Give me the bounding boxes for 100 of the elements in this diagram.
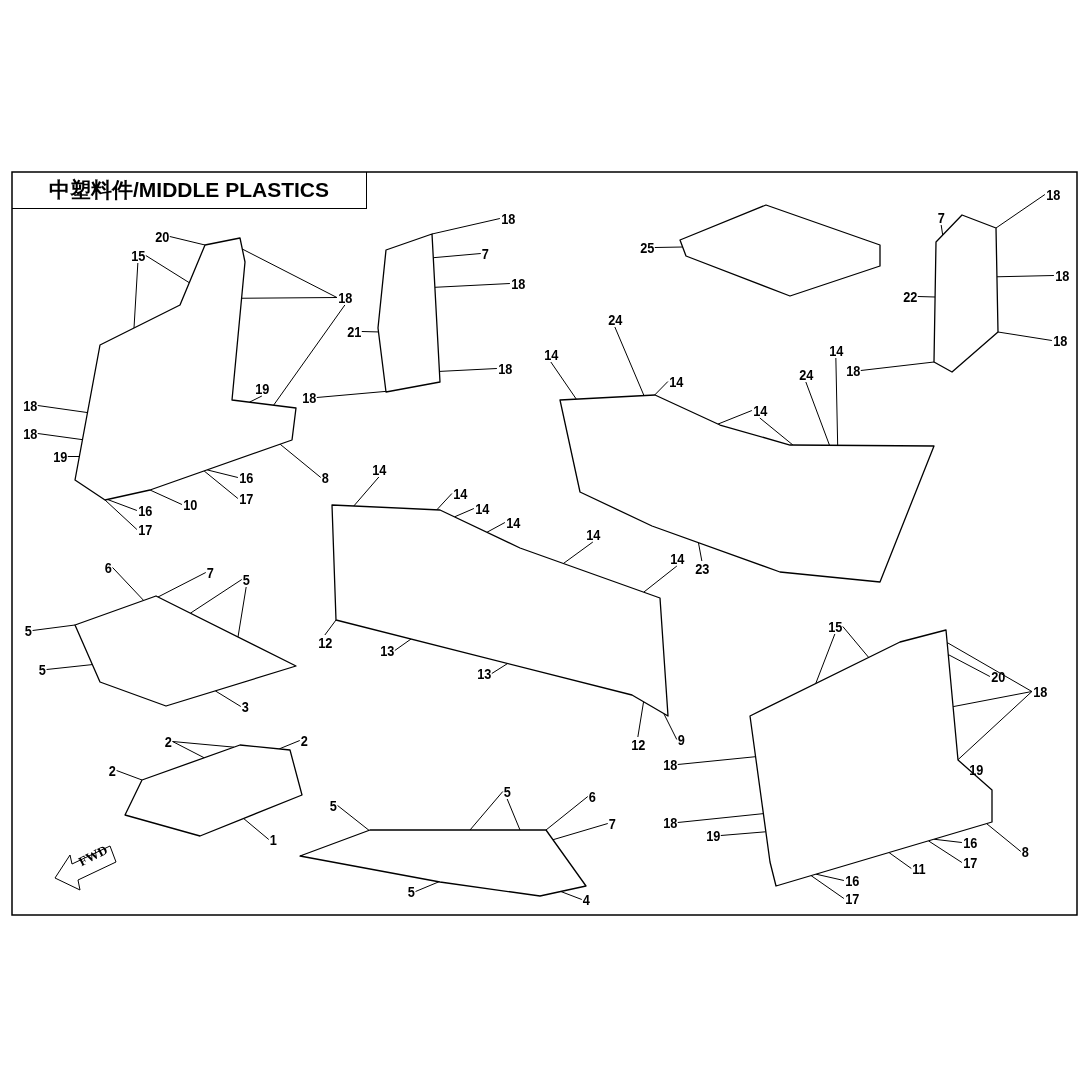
callout-number: 19 bbox=[253, 381, 270, 396]
callout-number: 6 bbox=[587, 789, 597, 804]
callout-number: 5 bbox=[241, 572, 251, 587]
callout-number: 5 bbox=[406, 884, 416, 899]
leader-line bbox=[486, 522, 506, 533]
callout-number: 7 bbox=[480, 246, 490, 261]
callout-number: 14 bbox=[370, 462, 387, 477]
callout-number: 12 bbox=[316, 635, 333, 650]
callout-number: 18 bbox=[336, 290, 353, 305]
callout-number: 14 bbox=[667, 374, 684, 389]
leader-line bbox=[316, 390, 387, 398]
leader-line bbox=[106, 498, 138, 511]
leader-line bbox=[835, 357, 839, 446]
leader-line bbox=[169, 236, 206, 246]
leader-line bbox=[815, 633, 836, 685]
leader-line bbox=[237, 586, 247, 638]
rear-panel-drawing bbox=[331, 504, 669, 717]
callout-number: 3 bbox=[240, 699, 250, 714]
leader-line bbox=[995, 194, 1046, 229]
leader-line bbox=[157, 572, 207, 598]
leader-line bbox=[842, 626, 870, 658]
leader-line bbox=[550, 361, 577, 400]
leader-line bbox=[149, 489, 183, 505]
leader-line bbox=[112, 567, 145, 601]
leader-line bbox=[720, 831, 767, 836]
callout-number: 14 bbox=[451, 486, 468, 501]
callout-number: 20 bbox=[989, 669, 1006, 684]
cover-panel-drawing bbox=[679, 204, 881, 297]
leader-line bbox=[643, 565, 678, 593]
leader-line bbox=[67, 456, 80, 457]
callout-number: 18 bbox=[661, 815, 678, 830]
leader-line bbox=[206, 469, 239, 478]
callout-number: 2 bbox=[107, 763, 117, 778]
leader-line bbox=[759, 417, 794, 446]
leader-line bbox=[189, 579, 243, 614]
callout-number: 13 bbox=[378, 643, 395, 658]
leader-line bbox=[37, 433, 83, 441]
leader-line bbox=[815, 873, 845, 881]
leader-line bbox=[32, 624, 76, 631]
callout-number: 24 bbox=[606, 312, 623, 327]
callout-number: 20 bbox=[153, 229, 170, 244]
callout-number: 12 bbox=[629, 737, 646, 752]
callout-number: 18 bbox=[1031, 684, 1048, 699]
leader-line bbox=[860, 361, 935, 371]
callout-number: 7 bbox=[205, 565, 215, 580]
callout-number: 23 bbox=[693, 561, 710, 576]
callout-number: 6 bbox=[103, 560, 113, 575]
callout-number: 14 bbox=[504, 515, 521, 530]
leader-line bbox=[133, 262, 139, 329]
callout-number: 14 bbox=[827, 343, 844, 358]
leader-line bbox=[654, 381, 669, 396]
leader-line bbox=[888, 852, 912, 869]
callout-number: 17 bbox=[961, 855, 978, 870]
callout-number: 18 bbox=[300, 390, 317, 405]
callout-number: 18 bbox=[1044, 187, 1061, 202]
leader-line bbox=[415, 881, 440, 892]
callout-number: 16 bbox=[961, 835, 978, 850]
leader-line bbox=[677, 813, 764, 823]
callout-number: 2 bbox=[299, 733, 309, 748]
leader-line bbox=[46, 664, 93, 670]
leader-line bbox=[805, 381, 830, 446]
callout-number: 17 bbox=[843, 891, 860, 906]
callout-number: 7 bbox=[607, 816, 617, 831]
callout-number: 14 bbox=[542, 347, 559, 362]
direction-label: FWD bbox=[76, 842, 111, 870]
leader-line bbox=[506, 798, 521, 831]
leader-line bbox=[697, 542, 703, 562]
leader-line bbox=[241, 248, 338, 298]
leader-line bbox=[996, 275, 1055, 278]
leader-line bbox=[241, 297, 338, 299]
callout-number: 14 bbox=[668, 551, 685, 566]
leader-line bbox=[552, 823, 609, 841]
callout-number: 5 bbox=[37, 662, 47, 677]
leader-line bbox=[663, 713, 678, 740]
callout-number: 15 bbox=[826, 619, 843, 634]
leader-line bbox=[957, 691, 1033, 761]
leader-line bbox=[436, 493, 453, 511]
leader-line bbox=[997, 331, 1053, 341]
callout-number: 14 bbox=[751, 403, 768, 418]
callout-number: 16 bbox=[843, 873, 860, 888]
leader-line bbox=[145, 255, 190, 284]
callout-number: 25 bbox=[638, 240, 655, 255]
leader-line bbox=[172, 741, 205, 759]
leader-line bbox=[214, 690, 242, 707]
callout-number: 8 bbox=[1020, 844, 1030, 859]
callout-number: 18 bbox=[21, 426, 38, 441]
leader-line bbox=[203, 470, 239, 499]
leader-line bbox=[947, 654, 991, 677]
leader-line bbox=[278, 740, 301, 750]
callout-number: 18 bbox=[661, 757, 678, 772]
callout-number: 18 bbox=[1051, 333, 1068, 348]
callout-number: 24 bbox=[797, 367, 814, 382]
callout-number: 18 bbox=[509, 276, 526, 291]
callout-number: 22 bbox=[901, 289, 918, 304]
leader-line bbox=[434, 283, 511, 288]
callout-number: 1 bbox=[268, 832, 278, 847]
callout-number: 5 bbox=[23, 623, 33, 638]
callout-number: 18 bbox=[496, 361, 513, 376]
leader-line bbox=[560, 891, 583, 900]
leader-line bbox=[454, 508, 475, 518]
